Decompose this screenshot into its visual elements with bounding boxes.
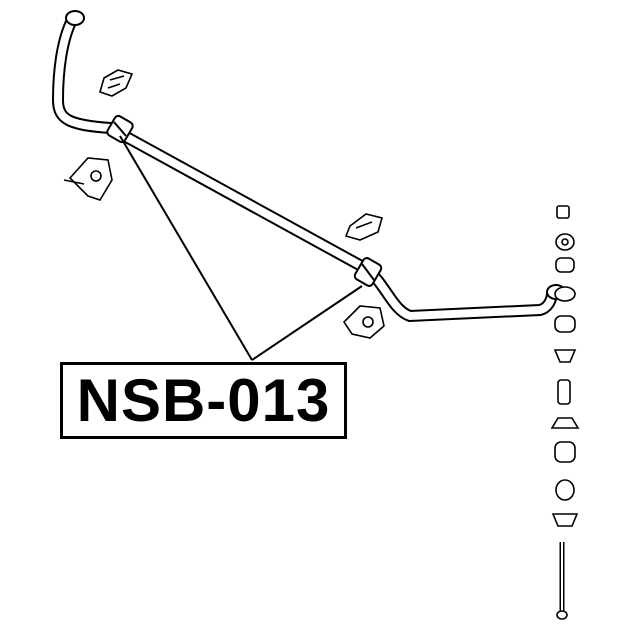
bracket-upper-left (99, 69, 134, 97)
bracket-upper-right (344, 213, 383, 241)
bushing-right (353, 257, 383, 287)
stabilizer-link-parts (550, 205, 580, 620)
bracket-lower-right (342, 305, 385, 339)
part-number-label: NSB-013 (60, 362, 347, 439)
bracket-lower-left (63, 157, 113, 201)
pointer-lines (119, 135, 363, 361)
stabilizer-bar (51, 10, 566, 323)
bushing-left (106, 114, 134, 144)
